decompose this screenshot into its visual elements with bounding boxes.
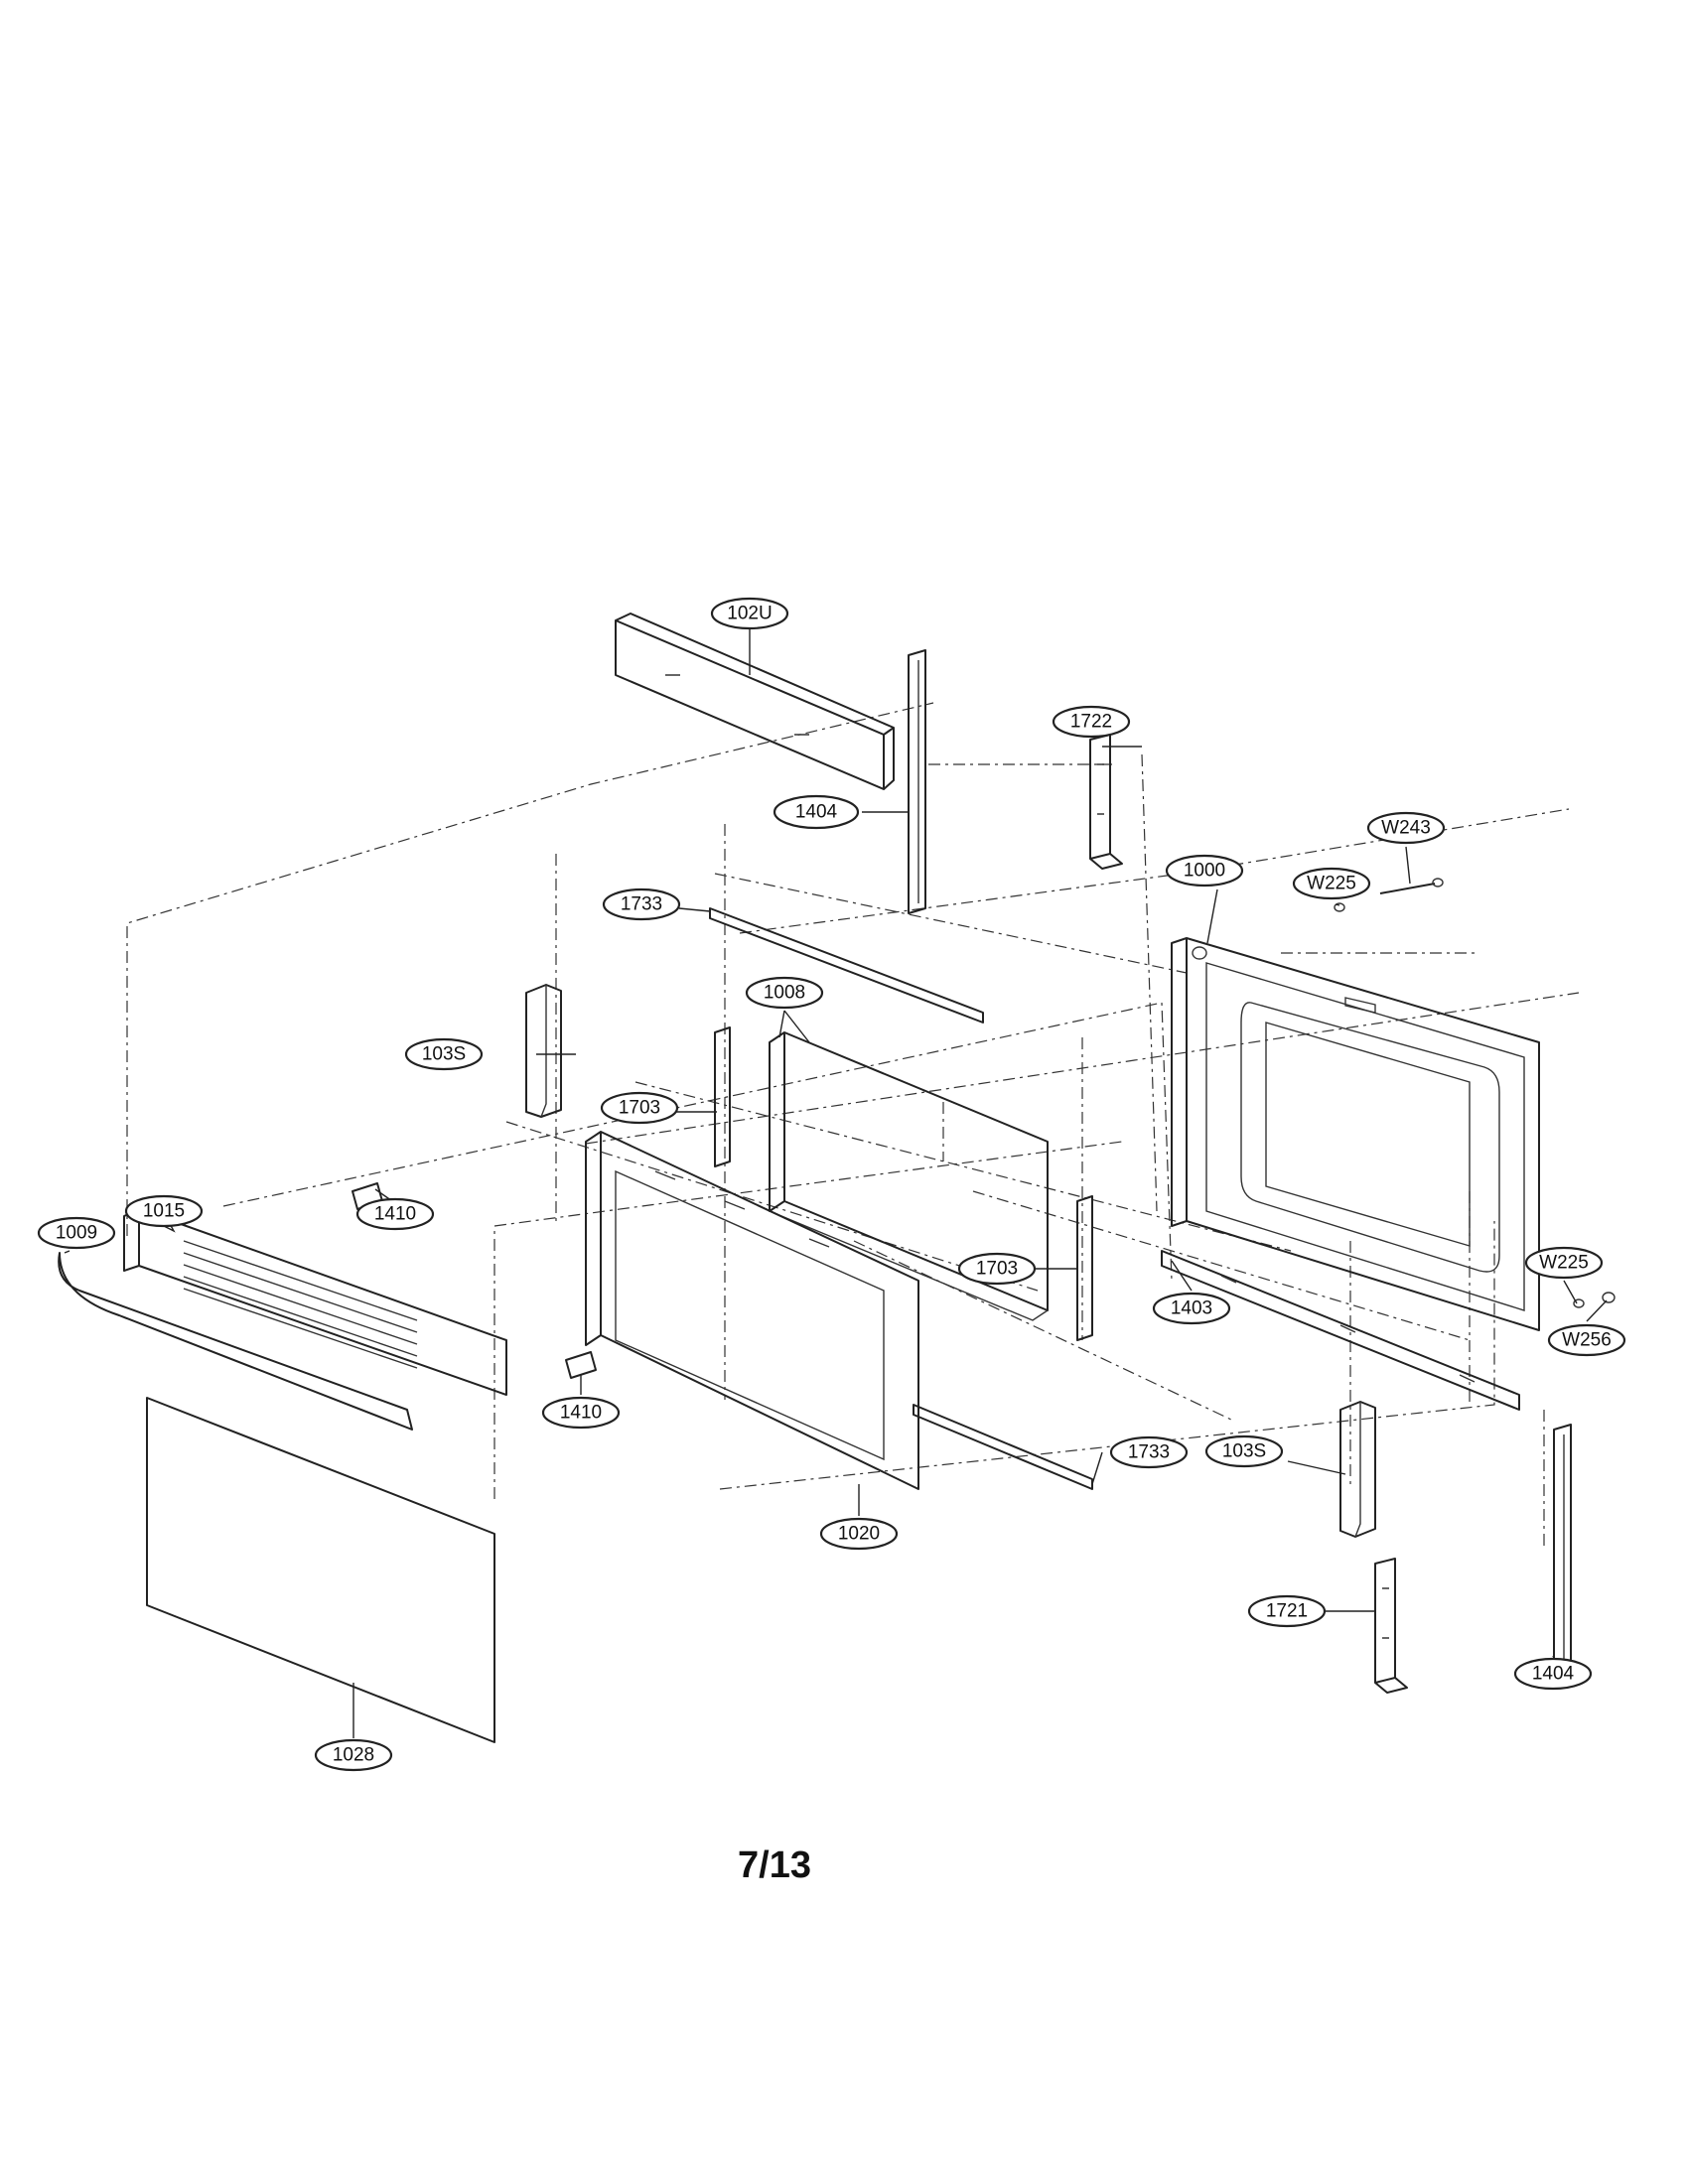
callout-1410-bottom: 1410	[541, 1396, 621, 1430]
svg-text:1721: 1721	[1266, 1601, 1308, 1622]
callout-1404-bottom: 1404	[1513, 1657, 1593, 1691]
part-1403-bottom-rail	[1161, 1250, 1520, 1411]
svg-text:1015: 1015	[143, 1201, 185, 1222]
svg-text:103S: 103S	[1222, 1441, 1266, 1462]
callout-1028: 1028	[314, 1738, 393, 1772]
part-1733-bottom-channel	[913, 1404, 1093, 1490]
part-w243-screw	[1379, 878, 1444, 894]
callout-1733-top: 1733	[602, 887, 681, 921]
part-1703-left-bracket	[714, 1026, 731, 1167]
part-102u-trim-bar	[615, 613, 895, 790]
callout-103s-right: 103S	[1204, 1434, 1284, 1468]
svg-text:1404: 1404	[1532, 1664, 1575, 1685]
callout-1000: 1000	[1165, 854, 1244, 887]
callout-1722: 1722	[1052, 705, 1131, 739]
svg-text:1703: 1703	[976, 1259, 1018, 1280]
part-103s-right-block	[1339, 1401, 1376, 1538]
part-103s-left-block	[525, 984, 562, 1118]
callout-w243: W243	[1366, 811, 1446, 845]
part-1020-outer-frame	[585, 1131, 919, 1490]
callout-102u: 102U	[710, 597, 789, 630]
svg-text:W225: W225	[1307, 874, 1356, 894]
callout-w225-top: W225	[1292, 867, 1371, 900]
svg-text:1410: 1410	[560, 1403, 602, 1424]
part-1410-bottom-spacer	[565, 1351, 597, 1379]
part-1404-bottom-rail	[1553, 1424, 1572, 1674]
callout-1403: 1403	[1152, 1292, 1231, 1325]
part-1000-inner-door	[1171, 937, 1540, 1331]
svg-text:1733: 1733	[1128, 1442, 1170, 1463]
callout-103s-left: 103S	[404, 1037, 484, 1071]
callout-1703-left: 1703	[600, 1091, 679, 1125]
part-1009-handle	[58, 1252, 413, 1431]
callout-1404-top: 1404	[773, 794, 860, 830]
part-1703-right-bracket	[1076, 1195, 1093, 1341]
svg-text:1008: 1008	[764, 983, 805, 1004]
svg-text:1009: 1009	[56, 1223, 97, 1244]
part-w256-screw	[1602, 1292, 1616, 1303]
callout-w225-bottom: W225	[1524, 1246, 1604, 1280]
svg-text:W225: W225	[1539, 1253, 1589, 1274]
leader-lines	[64, 625, 1608, 1738]
part-w225-washer-top	[1334, 902, 1345, 912]
callout-1015: 1015	[124, 1194, 204, 1228]
part-1028-glass-panel	[146, 1397, 495, 1743]
svg-text:1722: 1722	[1070, 712, 1112, 733]
callout-1020: 1020	[819, 1517, 899, 1551]
callout-1410-top: 1410	[355, 1197, 435, 1231]
svg-text:1403: 1403	[1171, 1298, 1212, 1319]
page-number: 7/13	[738, 1844, 811, 1886]
svg-text:1404: 1404	[795, 802, 838, 823]
part-1722-hinge	[1089, 734, 1123, 870]
assembly-dashed-lines	[126, 702, 1580, 1549]
svg-text:1733: 1733	[621, 894, 662, 915]
svg-text:1028: 1028	[333, 1745, 374, 1766]
callout-1733-bottom: 1733	[1109, 1435, 1189, 1469]
callout-1009: 1009	[37, 1216, 116, 1250]
part-1015-vent-panel	[123, 1208, 507, 1396]
svg-text:W256: W256	[1562, 1330, 1612, 1351]
callout-1008: 1008	[745, 976, 824, 1010]
part-1733-top-channel	[709, 907, 984, 1024]
svg-text:1000: 1000	[1184, 861, 1225, 882]
svg-text:102U: 102U	[727, 604, 772, 624]
svg-text:1410: 1410	[374, 1204, 416, 1225]
svg-text:1020: 1020	[838, 1524, 880, 1545]
svg-text:W243: W243	[1381, 818, 1431, 839]
svg-text:1703: 1703	[619, 1098, 660, 1119]
svg-text:103S: 103S	[422, 1044, 466, 1065]
callout-1721: 1721	[1247, 1594, 1327, 1628]
part-w225-washer-bottom	[1573, 1298, 1585, 1308]
callout-1703-right: 1703	[957, 1252, 1037, 1286]
part-1404-top-rail	[908, 649, 926, 914]
callout-w256: W256	[1547, 1323, 1626, 1357]
part-1721-hinge	[1374, 1558, 1408, 1694]
